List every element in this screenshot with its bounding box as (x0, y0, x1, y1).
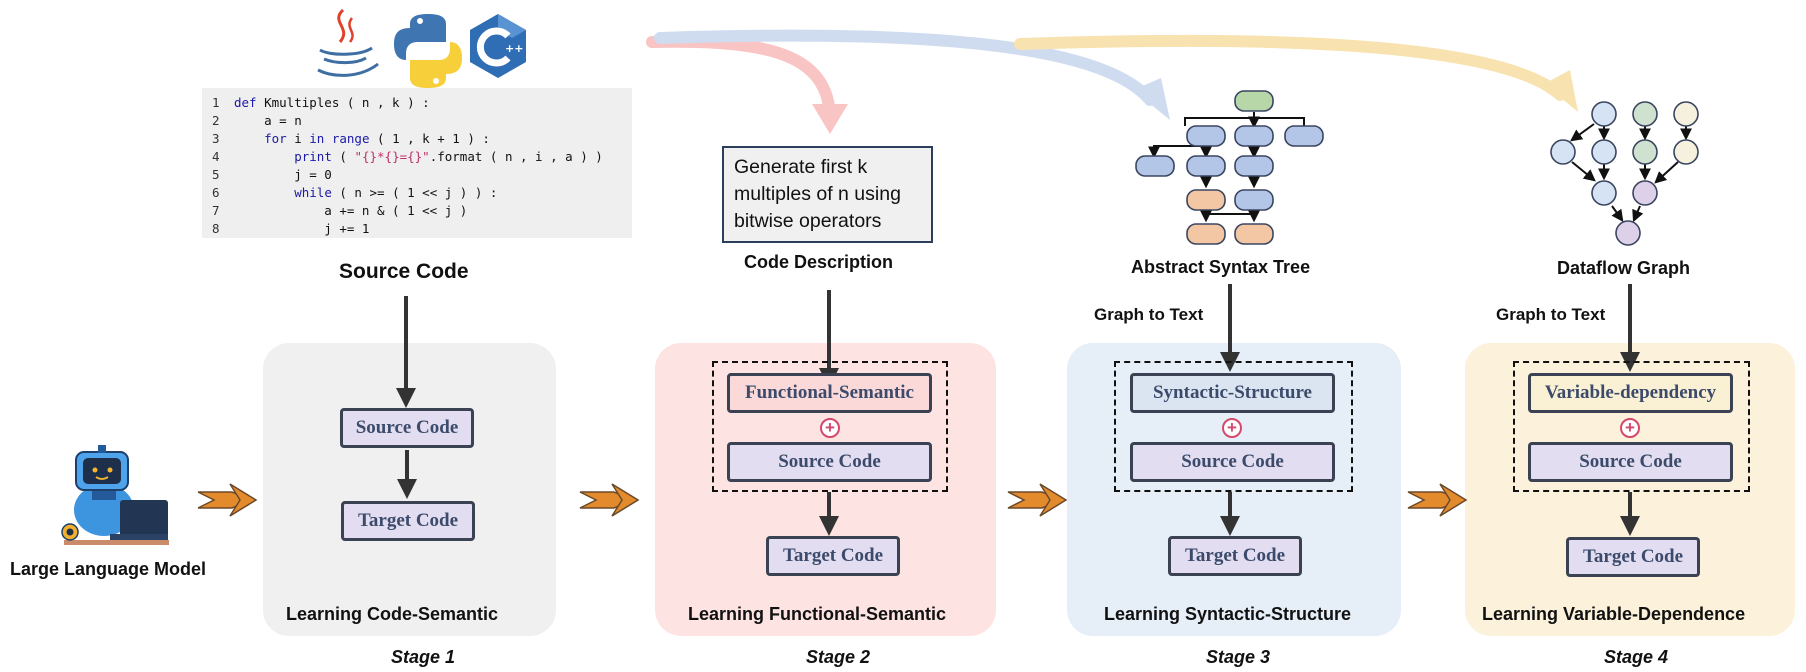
robot-icon (61, 445, 169, 545)
code-token (324, 131, 332, 146)
curve-to-description (646, 35, 836, 126)
stage-2-dashed-group (712, 361, 948, 492)
code-token: for (264, 131, 287, 146)
code-token: ( 1 , k + 1 ) : (369, 131, 490, 146)
code-line: 2 a = n (212, 112, 302, 130)
code-line: 4 print ( "{}*{}={}".format ( n , i , a … (212, 148, 603, 166)
code-token: def (234, 95, 257, 110)
code-token: Kmultiples ( n , k ) : (256, 95, 430, 110)
code-token: a = n (234, 113, 302, 128)
code-token: ( n >= ( 1 << j ) ) : (331, 185, 498, 200)
stage-1-label: Stage 1 (391, 647, 456, 667)
stage-1-name: Learning Code-Semantic (286, 604, 499, 624)
cpp-logo-icon: ++ (470, 14, 526, 78)
dataflow-edges (1570, 123, 1692, 223)
code-token: .format ( n , i , a ) ) (429, 149, 603, 164)
code-token: range (331, 131, 370, 146)
code-line-number: 7 (212, 203, 220, 218)
ast-conversion-label: Graph to Text (1094, 305, 1204, 324)
code-description-box: Generate first k multiples of n using bi… (722, 146, 933, 243)
code-line-number: 2 (212, 113, 220, 128)
ast-graph-icon (1148, 112, 1305, 220)
svg-text:++: ++ (505, 42, 523, 55)
model-label: Large Language Model (10, 559, 207, 579)
stage-1-source-box: Source Code (340, 408, 474, 448)
chevron-arrow-3 (1007, 483, 1068, 517)
code-line-number: 5 (212, 167, 220, 182)
code-description-title: Code Description (744, 252, 894, 272)
chevron-arrow-1 (197, 483, 258, 517)
ast-nodes (1135, 90, 1324, 245)
dataflow-conversion-label: Graph to Text (1496, 305, 1606, 324)
dataflow-title: Dataflow Graph (1557, 258, 1691, 278)
code-token: j += 1 (234, 221, 370, 236)
stage-3-target-box: Target Code (1168, 536, 1302, 576)
stage-4-source-box: Source Code (1528, 442, 1733, 482)
code-line: 7 a += n & ( 1 << j ) (212, 202, 467, 220)
code-token (234, 185, 294, 200)
code-token: j = 0 (234, 167, 332, 182)
stage-4-plus-icon: + (1620, 418, 1640, 438)
stage-4-feature-box: Variable-dependency (1528, 373, 1733, 413)
source-code-title: Source Code (339, 260, 469, 283)
stage-4-dashed-group (1513, 361, 1750, 492)
code-line-number: 1 (212, 95, 220, 110)
stage-3-dashed-group (1114, 361, 1353, 492)
ast-title: Abstract Syntax Tree (1131, 257, 1311, 277)
java-logo-icon (317, 8, 379, 77)
curve-to-dataflow (1014, 34, 1566, 101)
code-line: 3 for i in range ( 1 , k + 1 ) : (212, 130, 490, 148)
stage-2-source-box: Source Code (727, 442, 932, 482)
code-token: i (286, 131, 310, 146)
curve-to-dataflow-head (1544, 70, 1578, 112)
code-token (234, 131, 264, 146)
code-line-number: 4 (212, 149, 220, 164)
stage-3-label: Stage 3 (1206, 647, 1271, 667)
code-token: while (294, 185, 332, 200)
curve-to-ast (654, 29, 1156, 106)
code-line: 6 while ( n >= ( 1 << j ) ) : (212, 184, 497, 202)
code-token: print (294, 149, 332, 164)
code-token: ( (331, 149, 355, 164)
stage-4-name: Learning Variable-Dependence (1482, 604, 1746, 624)
code-line: 8 j += 1 (212, 220, 369, 238)
chevron-arrow-2 (579, 483, 640, 517)
stage-2-name: Learning Functional-Semantic (688, 604, 947, 624)
dataflow-nodes (1550, 101, 1699, 246)
stage-2-target-box: Target Code (766, 536, 900, 576)
stage-3-feature-box: Syntactic-Structure (1130, 373, 1335, 413)
stage-3-plus-icon: + (1222, 418, 1242, 438)
code-token: "{}*{}={}" (354, 149, 430, 164)
stage-2-label: Stage 2 (806, 647, 871, 667)
code-line: 1 def Kmultiples ( n , k ) : (212, 94, 430, 112)
code-token (234, 149, 294, 164)
code-line: 5 j = 0 (212, 166, 332, 184)
stage-2-feature-box: Functional-Semantic (727, 373, 932, 413)
code-line-number: 3 (212, 131, 220, 146)
stage-4-label: Stage 4 (1604, 647, 1669, 667)
stage-3-source-box: Source Code (1130, 442, 1335, 482)
code-line-number: 6 (212, 185, 220, 200)
code-token: in (309, 131, 325, 146)
stage-3-name: Learning Syntactic-Structure (1104, 604, 1352, 624)
code-line-number: 8 (212, 221, 220, 236)
code-token: a += n & ( 1 << j ) (234, 203, 468, 218)
python-logo-icon (394, 14, 462, 88)
chevron-arrow-4 (1407, 483, 1468, 517)
stage-4-target-box: Target Code (1566, 537, 1700, 577)
stage-2-plus-icon: + (820, 418, 840, 438)
stage-1-target-box: Target Code (341, 501, 475, 541)
curve-to-description-head (812, 104, 848, 134)
curve-to-ast-head (1133, 78, 1170, 120)
